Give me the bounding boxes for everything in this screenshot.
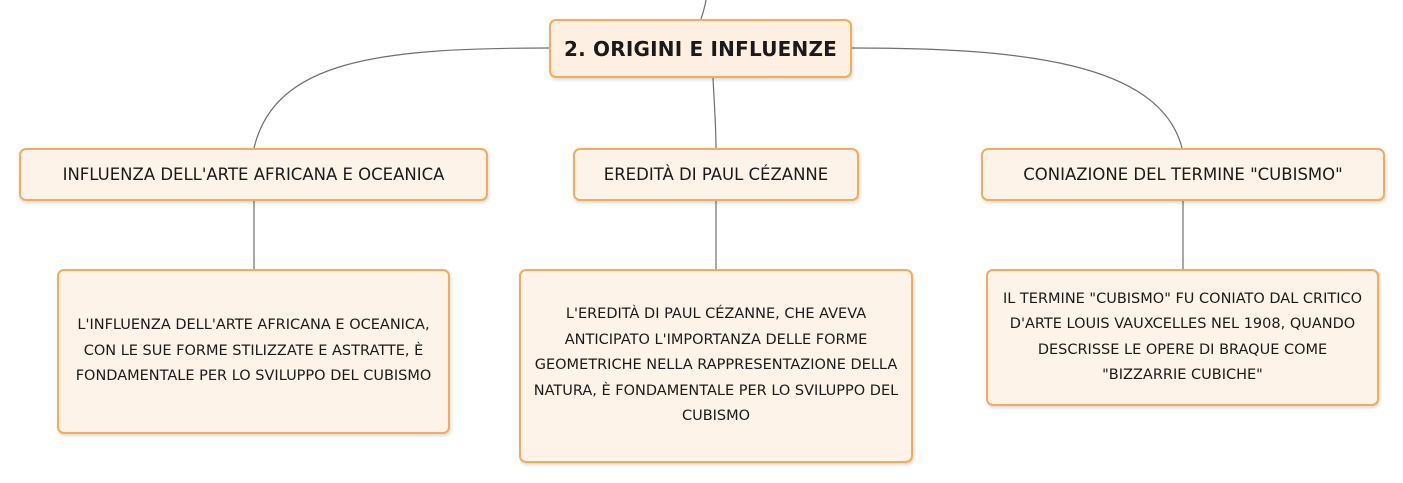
detail-text-african-art: L'INFLUENZA DELL'ARTE AFRICANA E OCEANIC…: [75, 317, 432, 385]
root-topic-label: 2. ORIGINI E INFLUENZE: [563, 36, 838, 61]
branch-node-cubism-term[interactable]: CONIAZIONE DEL TERMINE "CUBISMO": [981, 148, 1385, 201]
detail-node-cezanne[interactable]: L'EREDITÀ DI PAUL CÉZANNE, CHE AVEVA ANT…: [519, 269, 913, 463]
detail-text-cubism-term: IL TERMINE "CUBISMO" FU CONIATO DAL CRIT…: [1002, 290, 1363, 384]
branch-label-african-art: INFLUENZA DELL'ARTE AFRICANA E OCEANICA: [62, 165, 445, 184]
branch-node-african-art[interactable]: INFLUENZA DELL'ARTE AFRICANA E OCEANICA: [19, 148, 488, 201]
branch-node-cezanne[interactable]: EREDITÀ DI PAUL CÉZANNE: [573, 148, 859, 201]
detail-node-cubism-term[interactable]: IL TERMINE "CUBISMO" FU CONIATO DAL CRIT…: [986, 269, 1379, 406]
branch-label-cubism-term: CONIAZIONE DEL TERMINE "CUBISMO": [1023, 165, 1343, 184]
connector-root-to-branch-2: [712, 77, 717, 149]
connector-root-to-branch-3: [851, 47, 1183, 149]
detail-node-african-art[interactable]: L'INFLUENZA DELL'ARTE AFRICANA E OCEANIC…: [57, 269, 450, 434]
root-topic-node[interactable]: 2. ORIGINI E INFLUENZE: [549, 19, 852, 78]
branch-label-cezanne: EREDITÀ DI PAUL CÉZANNE: [603, 165, 829, 184]
connector-incoming-parent: [700, 0, 707, 20]
connector-root-to-branch-1: [253, 47, 550, 149]
detail-text-cezanne: L'EREDITÀ DI PAUL CÉZANNE, CHE AVEVA ANT…: [533, 306, 899, 425]
